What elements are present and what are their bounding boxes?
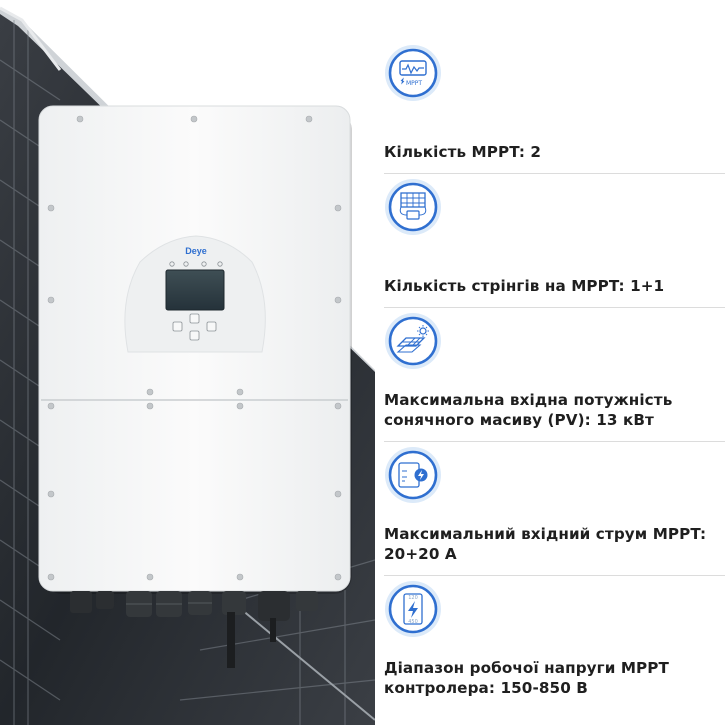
divider xyxy=(384,441,725,442)
lcd-screen xyxy=(165,269,225,311)
spec-list: MPPT Кількість MPPT: 2 Кількість стр xyxy=(384,40,725,710)
spec-label: Максимальна вхідна потужність сонячного … xyxy=(384,391,673,429)
brand-logo: Deye xyxy=(185,246,207,256)
spec-item-mppt-voltage-range: 120 450 Діапазон робочої напруги MPPT ко… xyxy=(384,576,725,710)
cable-connectors xyxy=(70,591,318,668)
range-bottom-label: 450 xyxy=(408,619,418,625)
divider xyxy=(384,173,725,174)
control-buttons xyxy=(172,313,217,341)
divider xyxy=(384,575,725,576)
spec-item-strings-per-mppt: Кількість стрінгів на MPPT: 1+1 xyxy=(384,174,725,308)
spec-item-max-input-current: Максимальний вхідний струм MPPT: 20+20 А xyxy=(384,442,725,576)
status-leds xyxy=(169,261,223,267)
range-top-label: 120 xyxy=(408,595,418,601)
mppt-chart-icon: MPPT xyxy=(385,45,441,101)
mppt-badge-label: MPPT xyxy=(406,80,422,87)
voltage-range-icon: 120 450 xyxy=(385,581,441,637)
inverter-product-image: Deye xyxy=(0,6,375,725)
current-lightning-icon xyxy=(385,447,441,503)
inverter-case xyxy=(38,105,351,592)
solar-panel-strings-icon xyxy=(385,179,441,235)
spec-item-mppt-count: MPPT Кількість MPPT: 2 xyxy=(384,40,725,174)
spec-label: Діапазон робочої напруги MPPT контролера… xyxy=(384,659,669,697)
spec-label: Кількість стрінгів на MPPT: 1+1 xyxy=(384,277,665,295)
spec-label: Кількість MPPT: 2 xyxy=(384,143,542,161)
solar-array-sun-icon xyxy=(385,313,441,369)
spec-item-max-pv-power: Максимальна вхідна потужність сонячного … xyxy=(384,308,725,442)
spec-label: Максимальний вхідний струм MPPT: 20+20 А xyxy=(384,525,707,563)
divider xyxy=(384,307,725,308)
